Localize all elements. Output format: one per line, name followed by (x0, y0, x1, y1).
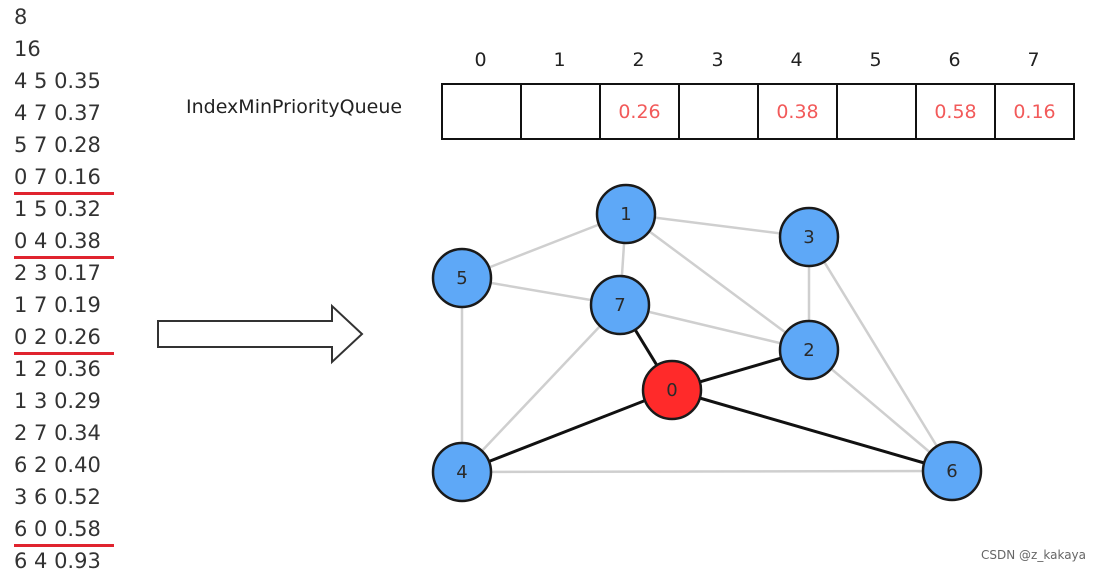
edge-0-4 (461, 388, 673, 474)
node-circle (595, 183, 657, 245)
node-label: 0 (666, 380, 677, 401)
node-circle (778, 206, 840, 268)
pq-cell (443, 85, 522, 138)
edge-7-2 (619, 303, 810, 352)
priority-queue-indices: 0 1 2 3 4 5 6 7 (441, 49, 1073, 71)
edge-line: 6 4 0.93 (14, 549, 101, 573)
pq-index: 3 (711, 49, 724, 71)
priority-queue-label: IndexMinPriorityQueue (186, 96, 403, 118)
edge-line-highlighted: 0 2 0.26 (14, 323, 124, 355)
pq-index: 4 (790, 49, 803, 71)
edge-line: 1 3 0.29 (14, 389, 101, 413)
credit-text: CSDN @z_kakaya (981, 548, 1086, 562)
edge-line-highlighted: 0 4 0.38 (14, 227, 124, 259)
edge-line: 1 7 0.19 (14, 293, 101, 317)
node-label: 5 (456, 268, 467, 289)
edge-line: 3 6 0.52 (14, 485, 101, 509)
pq-index: 2 (632, 49, 645, 71)
right-arrow-icon (157, 303, 364, 365)
pq-cell: 0.16 (996, 85, 1075, 138)
node-circle (921, 440, 983, 502)
node-label: 2 (803, 340, 814, 361)
node-4: 4 (431, 441, 493, 503)
pq-cell: 0.38 (759, 85, 838, 138)
node-label: 6 (946, 461, 957, 482)
pq-index: 6 (948, 49, 961, 71)
node-2: 2 (778, 319, 840, 381)
node-circle (431, 441, 493, 503)
edge-1-2 (625, 212, 810, 352)
pq-cell (838, 85, 917, 138)
node-1: 1 (595, 183, 657, 245)
edge-line: 1 2 0.36 (14, 357, 101, 381)
edge-line-highlighted: 6 0 0.58 (14, 515, 124, 547)
node-label: 1 (620, 204, 631, 225)
node-circle (641, 359, 703, 421)
node-6: 6 (921, 440, 983, 502)
pq-cell (522, 85, 601, 138)
node-circle (778, 319, 840, 381)
node-circle (431, 247, 493, 309)
pq-index: 7 (1027, 49, 1040, 71)
edge-line: 5 7 0.28 (14, 133, 101, 157)
node-label: 7 (614, 295, 625, 316)
node-label: 4 (456, 462, 467, 483)
edge-4-6 (461, 469, 953, 474)
edge-3-6 (807, 236, 954, 472)
node-0: 0 (641, 359, 703, 421)
edge-1-3 (625, 212, 810, 239)
pq-cell: 0.26 (601, 85, 680, 138)
edge-line: 16 (14, 37, 41, 61)
edge-line-highlighted: 0 7 0.16 (14, 163, 124, 195)
node-label: 3 (803, 227, 814, 248)
edge-line: 1 5 0.32 (14, 197, 101, 221)
pq-index: 1 (553, 49, 566, 71)
node-7: 7 (589, 274, 651, 336)
edge-2-6 (808, 349, 953, 472)
pq-index: 0 (474, 49, 487, 71)
edge-line: 2 3 0.17 (14, 261, 101, 285)
edge-0-6 (671, 388, 953, 473)
node-circle (589, 274, 651, 336)
edge-line: 4 5 0.35 (14, 69, 101, 93)
edge-line: 6 2 0.40 (14, 453, 101, 477)
node-5: 5 (431, 247, 493, 309)
edge-line: 8 (14, 5, 28, 29)
node-3: 3 (778, 206, 840, 268)
pq-cell: 0.58 (917, 85, 996, 138)
edge-line: 4 7 0.37 (14, 101, 101, 125)
edge-line: 2 7 0.34 (14, 421, 101, 445)
pq-index: 5 (869, 49, 882, 71)
pq-cell (680, 85, 759, 138)
edge-7-4 (461, 304, 621, 473)
